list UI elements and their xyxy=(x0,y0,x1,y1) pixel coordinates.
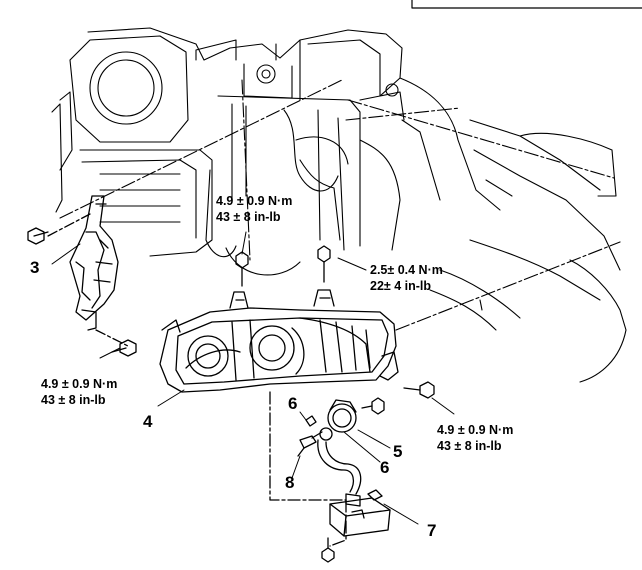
part-number-6-lower: 6 xyxy=(380,458,390,477)
torque-nm: 4.9 ± 0.9 N·m xyxy=(216,194,293,208)
torque-inlb: 43 ± 8 in-lb xyxy=(41,393,106,407)
bolt-icon xyxy=(235,251,249,287)
torque-nm: 2.5± 0.4 N·m xyxy=(370,263,443,277)
ballast-icon xyxy=(329,489,391,537)
engine-compartment-drawing xyxy=(51,27,627,383)
bolt-icon xyxy=(321,537,335,563)
torque-inlb: 43 ± 8 in-lb xyxy=(216,210,281,224)
torque-spec-upper-left: 4.9 ± 0.9 N·m 43 ± 8 in-lb xyxy=(216,193,292,225)
part-number-4: 4 xyxy=(143,412,153,431)
torque-nm: 4.9 ± 0.9 N·m xyxy=(437,423,514,437)
part-number-8: 8 xyxy=(285,473,295,492)
part-number-6-upper: 6 xyxy=(288,394,298,413)
bracket-drawing xyxy=(47,195,129,347)
harness-drawing xyxy=(317,439,362,507)
bulb-icon xyxy=(297,415,333,457)
bolt-icon xyxy=(111,339,137,357)
torque-spec-upper-right: 2.5± 0.4 N·m 22± 4 in-lb xyxy=(370,262,443,294)
headlamp-assembly-drawing xyxy=(159,289,399,393)
torque-nm: 4.9 ± 0.9 N·m xyxy=(41,377,118,391)
part-number-7: 7 xyxy=(427,521,437,540)
torque-inlb: 22± 4 in-lb xyxy=(370,279,432,293)
part-number-5: 5 xyxy=(393,442,403,461)
bolt-icon xyxy=(403,381,435,399)
torque-spec-right-side: 4.9 ± 0.9 N·m 43 ± 8 in-lb xyxy=(437,422,513,454)
bolt-icon xyxy=(27,227,49,245)
torque-spec-bracket: 4.9 ± 0.9 N·m 43 ± 8 in-lb xyxy=(41,376,117,408)
bolt-icon xyxy=(317,245,331,283)
socket-icon xyxy=(327,399,357,433)
leader-lines xyxy=(51,231,455,525)
torque-inlb: 43 ± 8 in-lb xyxy=(437,439,502,453)
bolt-icon xyxy=(361,397,385,415)
part-number-3: 3 xyxy=(30,258,40,277)
